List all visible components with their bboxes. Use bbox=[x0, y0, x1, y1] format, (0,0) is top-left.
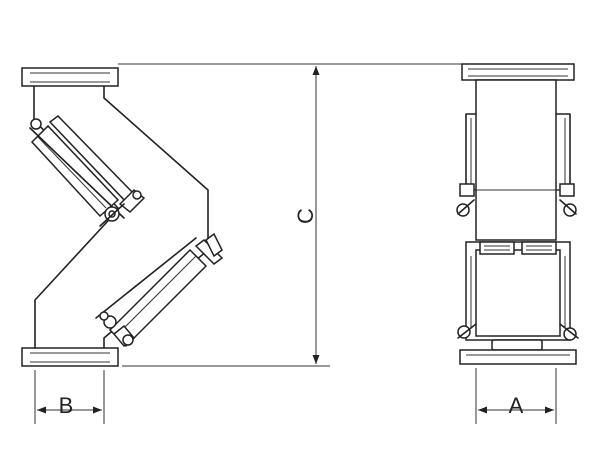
dimension-c-label: C bbox=[293, 208, 318, 224]
front-handle bbox=[491, 339, 543, 351]
dimension-c: C bbox=[293, 66, 320, 364]
dimension-a-label: A bbox=[509, 393, 524, 418]
dimension-b: B bbox=[34, 370, 105, 424]
side-view bbox=[21, 67, 224, 367]
front-lower-door bbox=[465, 241, 571, 341]
front-upper-body bbox=[475, 79, 557, 241]
front-view bbox=[456, 63, 579, 365]
upper-door bbox=[29, 115, 146, 227]
side-bottom-flange bbox=[21, 347, 119, 367]
front-top-flange bbox=[461, 63, 575, 81]
dimension-b-label: B bbox=[59, 393, 74, 418]
front-lower-clamps bbox=[457, 323, 579, 341]
lower-door bbox=[95, 232, 224, 348]
front-bottom-flange bbox=[459, 349, 577, 365]
side-top-flange bbox=[21, 67, 119, 87]
front-upper-clamps bbox=[456, 183, 577, 217]
dimension-a: A bbox=[475, 368, 557, 424]
